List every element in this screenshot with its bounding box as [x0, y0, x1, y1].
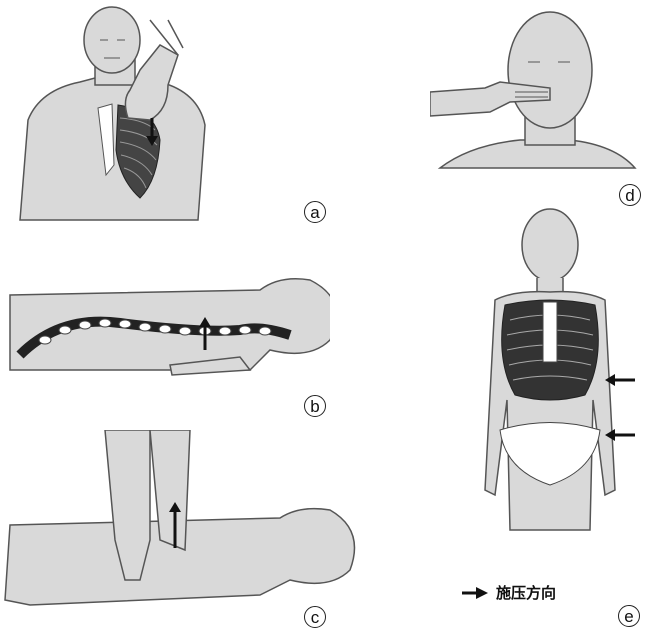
panel-e — [455, 200, 648, 545]
panel-e-illustration — [455, 200, 648, 545]
arrow-right-icon — [462, 587, 488, 599]
panel-e-label: e — [618, 605, 640, 627]
panel-d-illustration — [430, 0, 648, 210]
legend: 施压方向 — [462, 582, 556, 603]
panel-c-illustration — [0, 430, 380, 631]
panel-c-label: c — [304, 606, 326, 628]
panel-a: a — [0, 0, 320, 225]
panel-b-illustration — [0, 245, 330, 420]
panel-b: b — [0, 245, 330, 420]
panel-c: c — [0, 430, 380, 631]
panel-a-illustration — [0, 0, 320, 225]
legend-label: 施压方向 — [496, 582, 556, 603]
panel-b-label: b — [304, 395, 326, 417]
panel-a-label: a — [304, 201, 326, 223]
panel-d: d — [430, 0, 648, 210]
